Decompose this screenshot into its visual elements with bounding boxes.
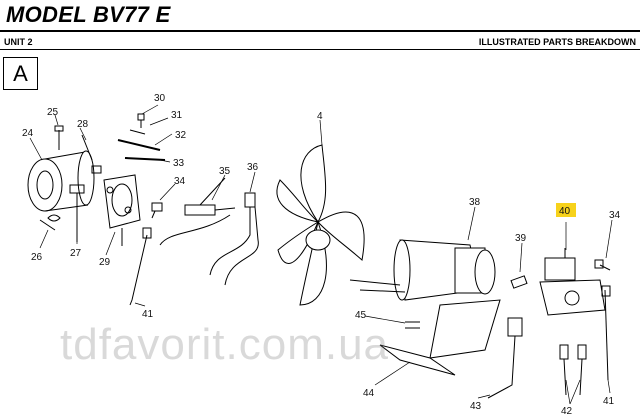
callout-26: 26: [31, 252, 43, 263]
callout-29: 29: [99, 257, 111, 268]
part-flange-29: [103, 174, 141, 246]
callout-30: 30: [154, 93, 166, 104]
part-screw-25: [54, 125, 64, 150]
part-coupling-39: [510, 275, 528, 289]
part-tube-41-left: [129, 227, 152, 306]
part-nut-28: [81, 134, 102, 174]
callout-38: 38: [469, 197, 481, 208]
part-fitting-34-left: [151, 202, 163, 219]
callout-44: 44: [363, 388, 375, 399]
callout-41-right: 41: [603, 396, 615, 407]
callout-45: 45: [355, 310, 367, 321]
part-cover: [27, 150, 95, 212]
part-electrodes: [117, 113, 166, 161]
watermark: tdfavorit.com.ua: [60, 320, 390, 369]
part-fan-4: [276, 144, 365, 306]
callout-32: 32: [175, 130, 187, 141]
part-valve-cable-43: [487, 317, 523, 399]
part-ignition-cable-36: [209, 192, 259, 286]
callout-35: 35: [219, 166, 231, 177]
callout-34-right: 34: [609, 210, 621, 221]
part-pump-40: [539, 248, 606, 316]
callout-4: 4: [317, 111, 323, 122]
part-cable-35: [159, 177, 236, 246]
part-bracket-44: [379, 299, 501, 376]
callout-40-highlight: [556, 203, 576, 217]
callout-28: 28: [77, 119, 89, 130]
part-clip-26: [39, 214, 61, 231]
model-title: MODEL BV77 E: [6, 2, 171, 27]
callout-36: 36: [247, 162, 259, 173]
part-nipples-42: [559, 344, 587, 396]
unit-label: UNIT 2: [4, 37, 33, 47]
header-rule-bottom: [0, 49, 640, 50]
part-bushing-27: [69, 184, 85, 242]
callout-33: 33: [173, 158, 185, 169]
callout-25: 25: [47, 107, 59, 118]
callout-24: 24: [22, 128, 34, 139]
part-motor-38: [349, 239, 496, 301]
header-rule-top: [0, 30, 640, 32]
leader-lines: [29, 104, 613, 405]
callout-42: 42: [561, 406, 573, 417]
part-fitting-34-right: [594, 259, 611, 271]
part-tube-41-right: [601, 285, 611, 381]
callout-27: 27: [70, 248, 82, 259]
callout-labels: 24 25 26 27 28 29 30 31 32 33 34 35 36 4…: [22, 93, 621, 417]
callout-34-left: 34: [174, 176, 186, 187]
callout-41-left: 41: [142, 309, 154, 320]
callout-43: 43: [470, 401, 482, 412]
section-letter: A: [13, 60, 28, 86]
section-title: ILLUSTRATED PARTS BREAKDOWN: [478, 37, 636, 47]
callout-39: 39: [515, 233, 527, 244]
callout-31: 31: [171, 110, 183, 121]
callout-40: 40: [559, 206, 571, 217]
section-letter-box: A: [3, 57, 38, 90]
part-clip-45: [405, 321, 420, 329]
